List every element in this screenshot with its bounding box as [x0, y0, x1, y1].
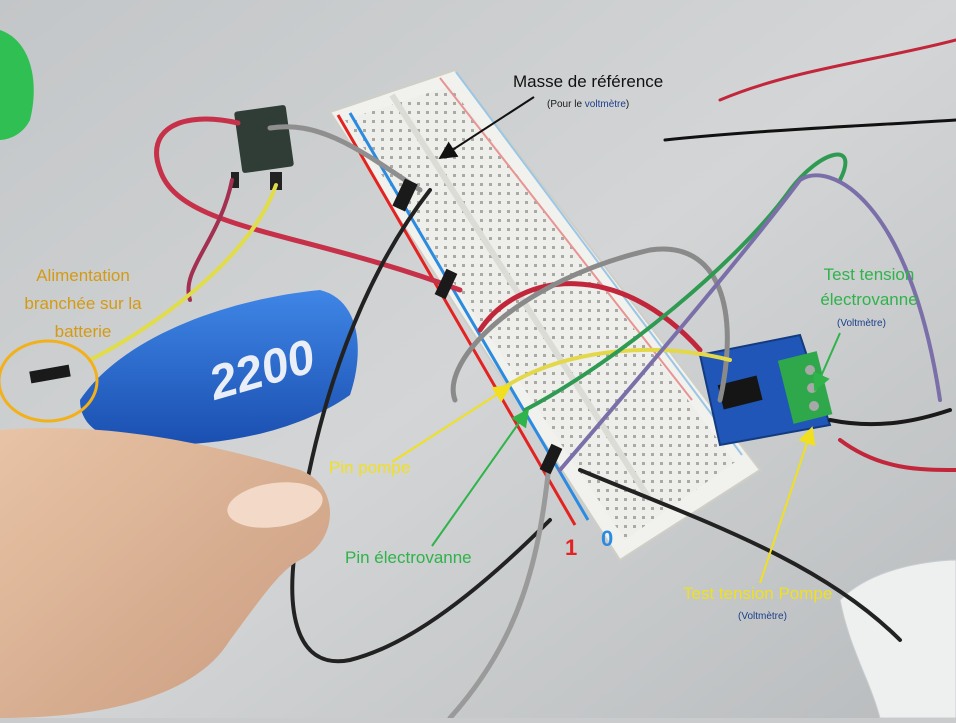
masse-sub-suffix: ) [625, 99, 630, 110]
rail-minus-number: 0 [601, 526, 614, 551]
alim-line3: batterie [54, 322, 112, 341]
battery-connector-highlight [0, 339, 99, 423]
driver-module [698, 333, 833, 447]
lipo-battery: 2200 [80, 290, 358, 445]
masse-arrow [438, 96, 535, 159]
masse-sub-word: voltmètre [584, 99, 626, 110]
rail-plus-number: 1 [565, 535, 578, 560]
voltage-regulator-board [231, 105, 294, 190]
breadboard [328, 68, 762, 562]
pin-ev-arrow [431, 408, 530, 547]
hand [0, 428, 330, 718]
test-ev-line2: électrovanne [820, 290, 918, 309]
green-object [0, 30, 34, 140]
masse-sub-prefix: (Pour le [547, 99, 585, 110]
pin-pompe-label: Pin pompe [329, 458, 411, 477]
alim-line2: branchée sur la [24, 294, 142, 313]
wires [29, 38, 956, 721]
test-ev-line1: Test tension [823, 265, 915, 284]
pin-pompe-arrow [391, 385, 512, 463]
test-ev-arrow [813, 332, 841, 392]
alimentation-label: Alimentation branchée sur la batterie [10, 262, 156, 346]
pin-ev-label: Pin électrovanne [345, 548, 472, 567]
masse-sublabel: (Pour le voltmètre) [547, 99, 629, 111]
test-ev-sublabel: (Voltmètre) [837, 318, 886, 329]
test-pompe-label: Test tension Pompe [683, 584, 833, 603]
test-pompe-sublabel: (Voltmètre) [738, 611, 787, 622]
masse-label: Masse de référence [513, 72, 664, 91]
alim-line1: Alimentation [36, 266, 130, 285]
test-pompe-arrow [759, 426, 816, 584]
test-ev-label: Test tension électrovanne [806, 262, 932, 312]
